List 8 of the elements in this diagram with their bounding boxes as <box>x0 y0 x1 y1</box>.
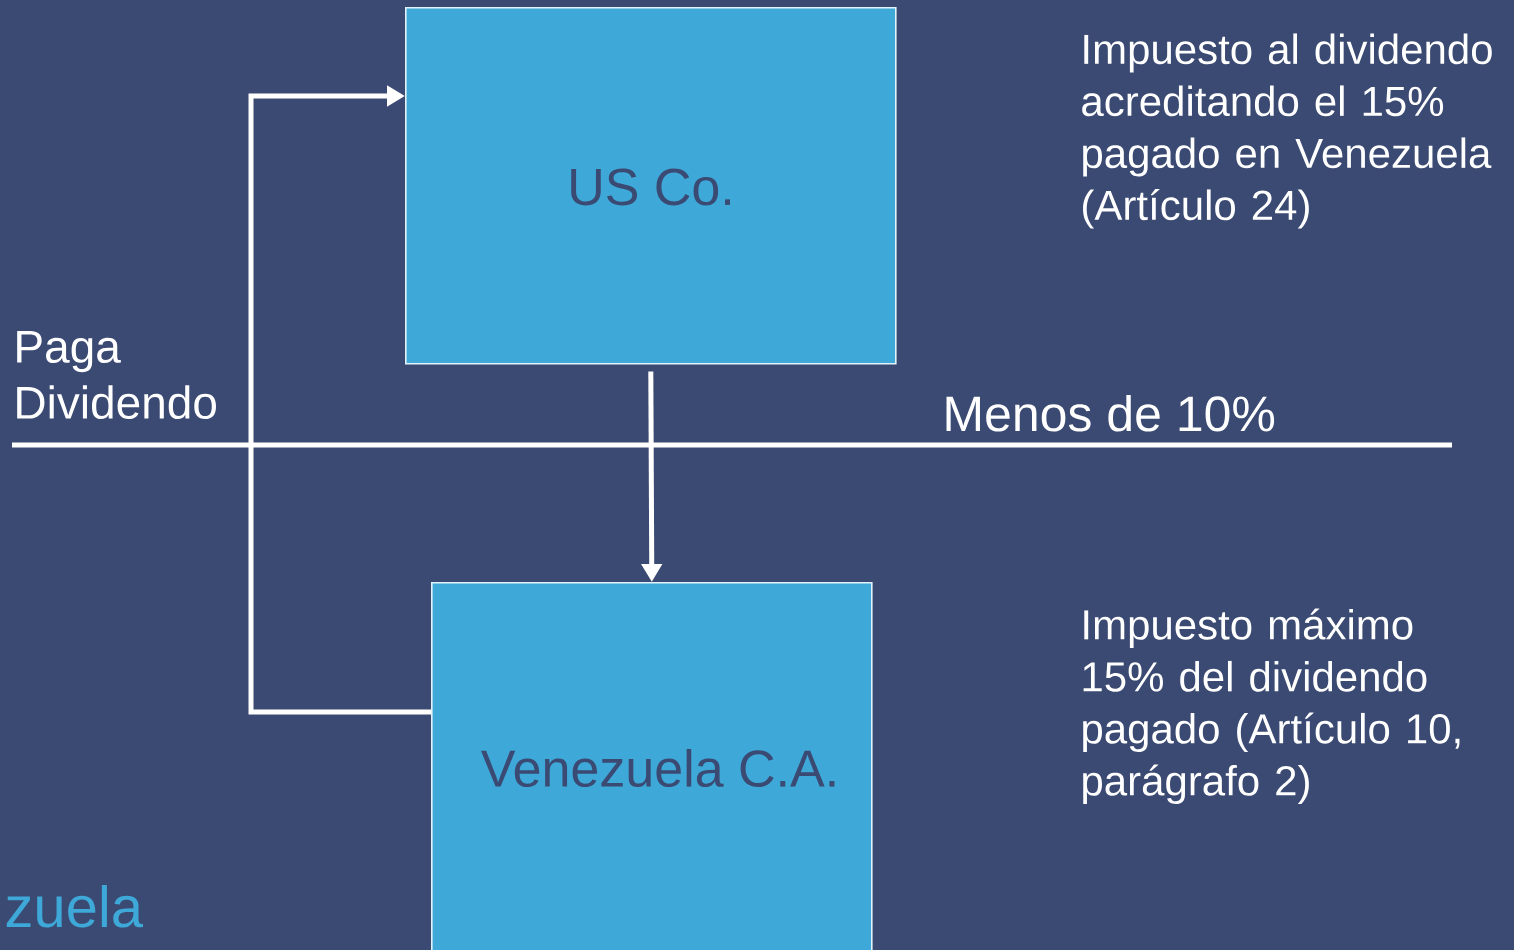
note-text: Impuesto al dividendo acreditando el 15% pagado en Venezuela (Artículo 24) <box>1082 33 1492 229</box>
divider-label: Menos de 10% <box>946 394 1275 432</box>
company-box: US Co. <box>405 7 897 365</box>
edge-label: Paga Dividendo <box>11 328 240 422</box>
footer-text: zuela <box>6 885 144 928</box>
company-box: Venezuela C.A. <box>431 582 873 950</box>
note-text: Impuesto máximo 15% del dividendo pagado (Artículo 10, parágrafo 2) <box>1083 608 1460 805</box>
arrow <box>248 85 431 715</box>
